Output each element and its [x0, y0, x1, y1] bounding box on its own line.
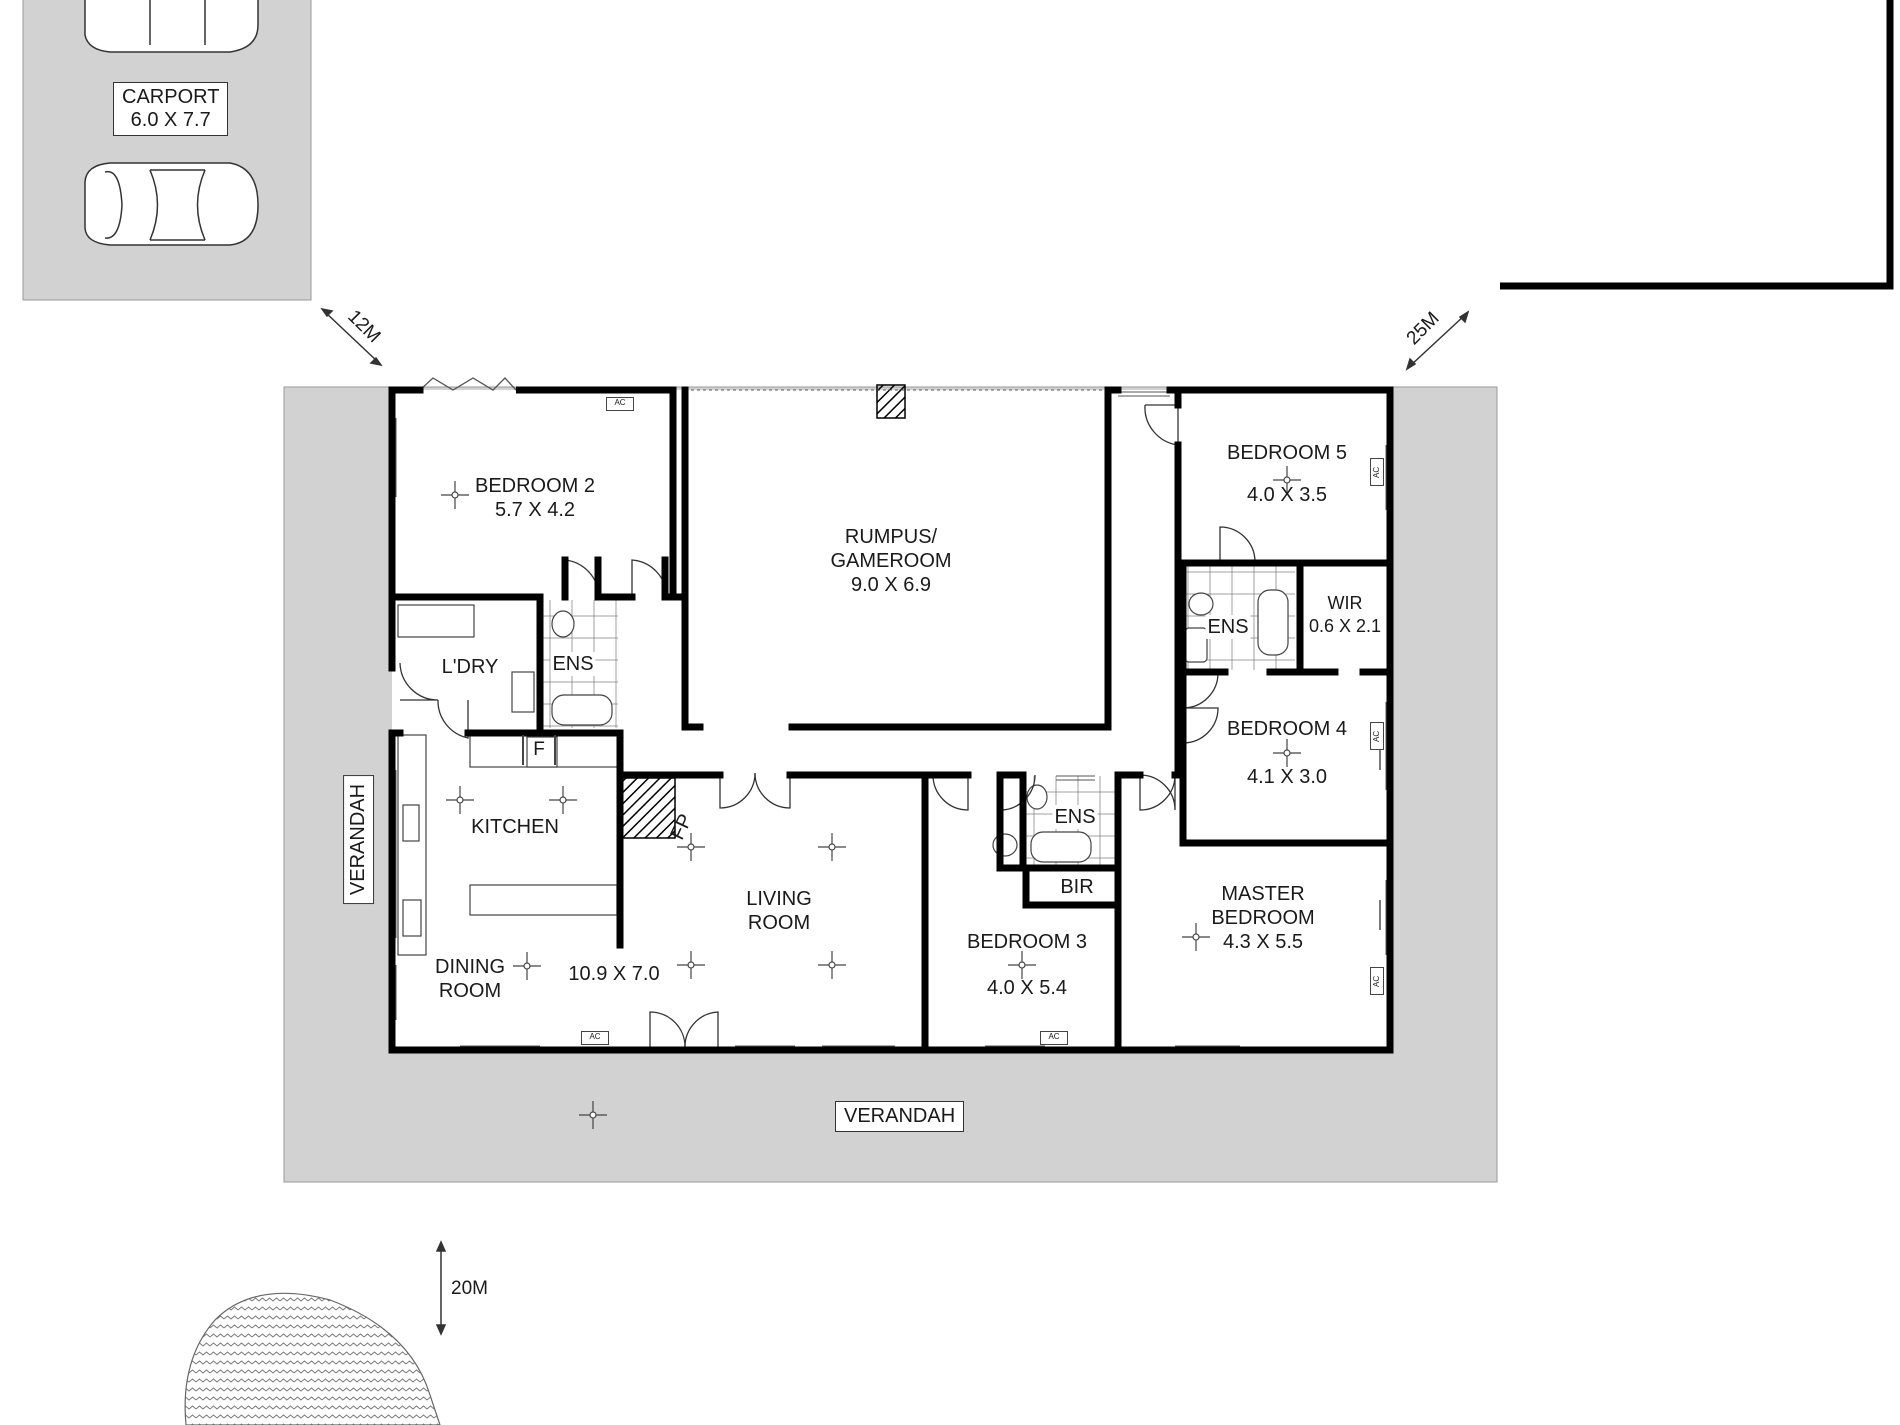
carport-label: CARPORT 6.0 X 7.7: [113, 82, 229, 136]
master-size: 4.3 X 5.5: [1222, 931, 1304, 953]
wir-label: WIR 0.6 X 2.1: [1309, 592, 1381, 638]
master-line2: BEDROOM: [1211, 907, 1315, 929]
ac-unit-bedroom3: AC: [1040, 1031, 1068, 1045]
ac-unit-bedroom4: AC: [1370, 722, 1384, 750]
living-line1: LIVING: [746, 888, 812, 910]
ac-unit-bedroom2: AC: [606, 397, 634, 411]
bath-fixtures: [551, 589, 1289, 863]
dimension-south: 20M: [451, 1278, 488, 1299]
bedroom2-label: BEDROOM 2 5.7 X 4.2: [475, 474, 595, 522]
laundry-label: L'DRY: [441, 656, 499, 678]
dimension-arrows: [320, 307, 1470, 1336]
bedroom5-label: BEDROOM 5 4.0 X 3.5: [1227, 441, 1347, 507]
ac-unit-bedroom5: AC: [1370, 458, 1384, 486]
ac-unit-master: AC: [1370, 967, 1384, 995]
kitchen-benches: [397, 604, 621, 956]
door-swings: [399, 404, 1381, 1049]
living-line2: ROOM: [747, 912, 811, 934]
bedroom3-name: BEDROOM 3: [966, 931, 1088, 953]
living-size: 10.9 X 7.0: [568, 963, 660, 985]
ens-left-label: ENS: [550, 652, 596, 676]
bedroom3-label: BEDROOM 3 4.0 X 5.4: [967, 930, 1087, 1000]
dining-line2: ROOM: [438, 980, 502, 1002]
bedroom5-size: 4.0 X 3.5: [1246, 484, 1328, 506]
master-line1: MASTER: [1221, 883, 1305, 905]
walls: [388, 386, 1394, 1054]
kitchen-label: KITCHEN: [471, 816, 559, 838]
rumpus-line2: GAMEROOM: [830, 550, 952, 572]
master-label: MASTER BEDROOM 4.3 X 5.5: [1211, 882, 1314, 954]
rumpus-label: RUMPUS/ GAMEROOM 9.0 X 6.9: [830, 525, 951, 597]
rumpus-size: 9.0 X 6.9: [850, 574, 932, 596]
dining-line1: DINING: [435, 956, 505, 978]
living-label: LIVING ROOM: [746, 887, 812, 935]
pond: [184, 1292, 441, 1425]
car-bottom: [84, 162, 259, 246]
carport-size: 6.0 X 7.7: [130, 109, 211, 131]
fridge-label: F: [522, 735, 556, 765]
bedroom5-name: BEDROOM 5: [1226, 442, 1348, 464]
ceiling-lights: [441, 466, 1301, 1129]
lot-boundary: [1500, 0, 1894, 290]
ens-mid-label: ENS: [1052, 805, 1098, 829]
bedroom4-name: BEDROOM 4: [1226, 718, 1348, 740]
ac-unit-dining: AC: [581, 1031, 609, 1045]
rumpus-line1: RUMPUS/: [844, 526, 938, 548]
bedroom4-size: 4.1 X 3.0: [1246, 766, 1328, 788]
bedroom3-size: 4.0 X 5.4: [986, 977, 1068, 999]
carport-name: CARPORT: [122, 86, 220, 108]
dining-label: DINING ROOM: [435, 955, 505, 1003]
bedroom2-name: BEDROOM 2: [474, 475, 596, 497]
car-top: [84, 0, 259, 53]
verandah-west-label: VERANDAH: [343, 774, 375, 905]
bifold-door: [419, 377, 517, 391]
wir-name: WIR: [1327, 593, 1363, 613]
bedroom4-label: BEDROOM 4 4.1 X 3.0: [1227, 717, 1347, 789]
wir-size: 0.6 X 2.1: [1308, 616, 1382, 636]
verandah-south-label: VERANDAH: [835, 1101, 965, 1132]
bedroom2-size: 5.7 X 4.2: [494, 499, 576, 521]
ens-right-label: ENS: [1205, 615, 1251, 639]
bir-label: BIR: [1060, 876, 1094, 898]
